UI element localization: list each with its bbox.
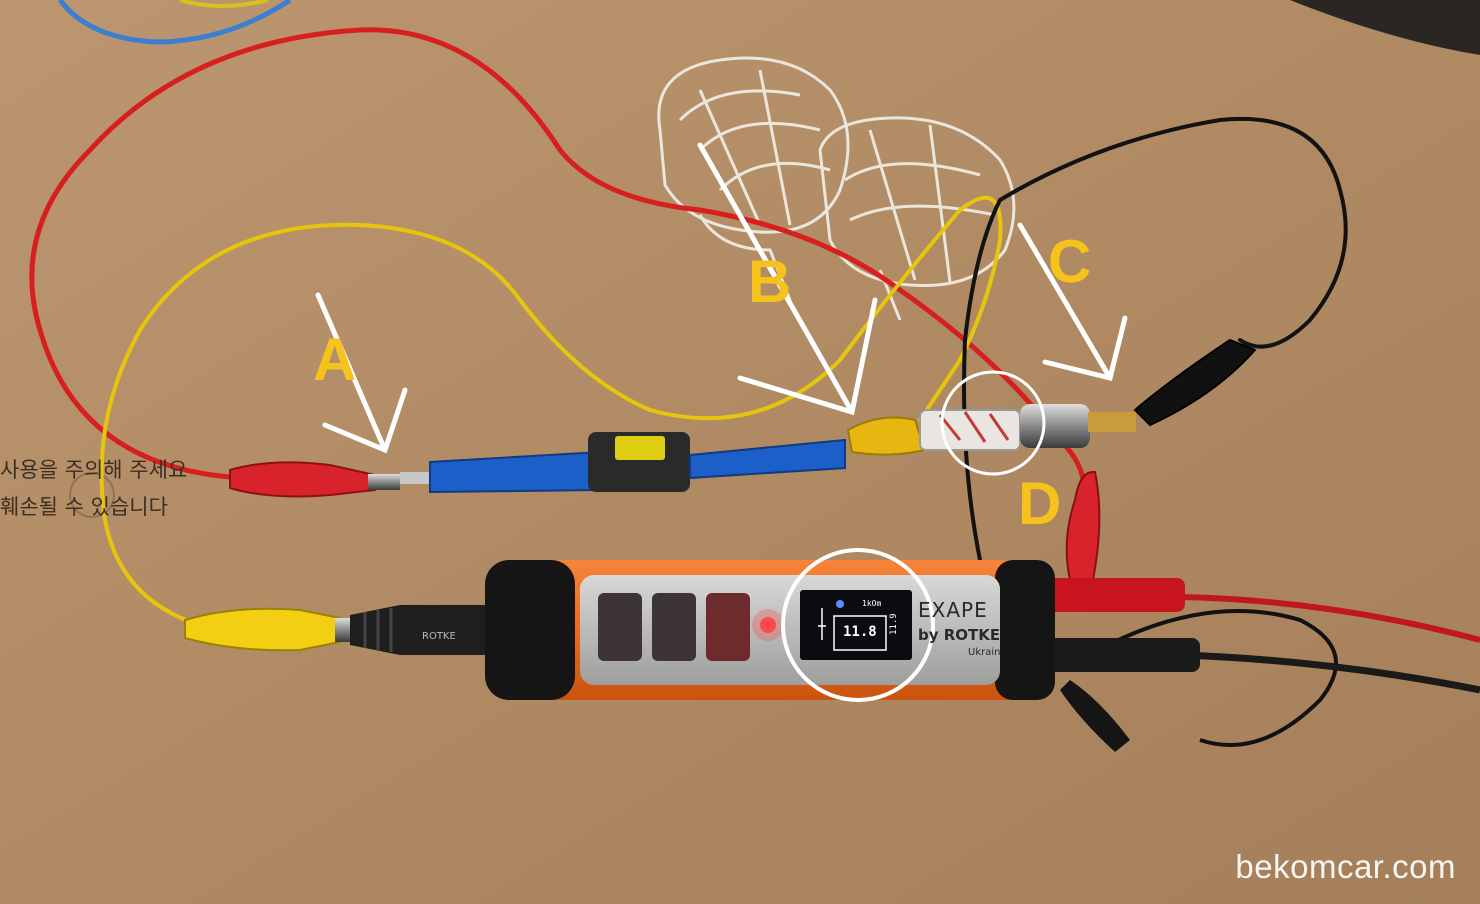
black-lead-loop	[1078, 609, 1338, 747]
screen-main-reading: 11.8	[843, 624, 877, 640]
device-origin: Ukrain	[968, 647, 1001, 658]
label-a: A	[313, 326, 357, 393]
black-lead-cable	[1179, 651, 1480, 694]
device-button-3[interactable]	[706, 593, 750, 661]
label-d: D	[1018, 470, 1062, 537]
cardboard-print-line-1: 사용을 주의해 주세요	[0, 458, 188, 482]
status-led	[760, 617, 776, 633]
fuse-highlight-circle	[940, 370, 1046, 476]
device-button-2[interactable]	[652, 593, 696, 661]
plug-label: ROTKE	[422, 631, 456, 642]
arrow-a	[315, 292, 408, 454]
red-clip-d	[1065, 470, 1101, 590]
arrow-c	[1017, 222, 1128, 382]
yellow-alligator-clip	[184, 607, 355, 652]
screen-highlight-circle	[781, 548, 935, 702]
black-alligator-clip-lower	[1060, 680, 1130, 752]
black-probe	[1040, 638, 1200, 672]
yellow-wire	[99, 195, 1003, 627]
arrow-b	[697, 142, 878, 416]
device-maker: by ROTKE	[918, 626, 1001, 644]
black-alligator-clip	[1133, 338, 1257, 427]
rubber-band-blue	[58, 0, 292, 45]
print-circle	[69, 472, 115, 518]
cardboard-print-line-2: 훼손될 수 있습니다	[0, 495, 168, 519]
device-plug	[350, 605, 490, 655]
label-b: B	[748, 248, 792, 315]
device-brand: EXAPE	[918, 598, 988, 622]
red-wire	[29, 27, 1087, 503]
rubber-band-yellow	[179, 0, 269, 8]
screen-side-reading: 11.9	[889, 613, 899, 635]
red-lead-cable	[1179, 594, 1480, 643]
watermark: bekomcar.com	[1235, 848, 1456, 885]
black-wire	[962, 116, 1348, 659]
device-body	[485, 560, 1055, 700]
dark-corner	[1290, 0, 1480, 55]
label-c: C	[1048, 228, 1092, 295]
screen-resistance-label: 1kOm	[862, 599, 882, 608]
fuse-harness	[400, 432, 846, 494]
device-screen	[800, 590, 912, 660]
red-probe	[1045, 578, 1185, 612]
red-alligator-clip	[229, 461, 400, 498]
device-button-1[interactable]	[598, 593, 642, 661]
